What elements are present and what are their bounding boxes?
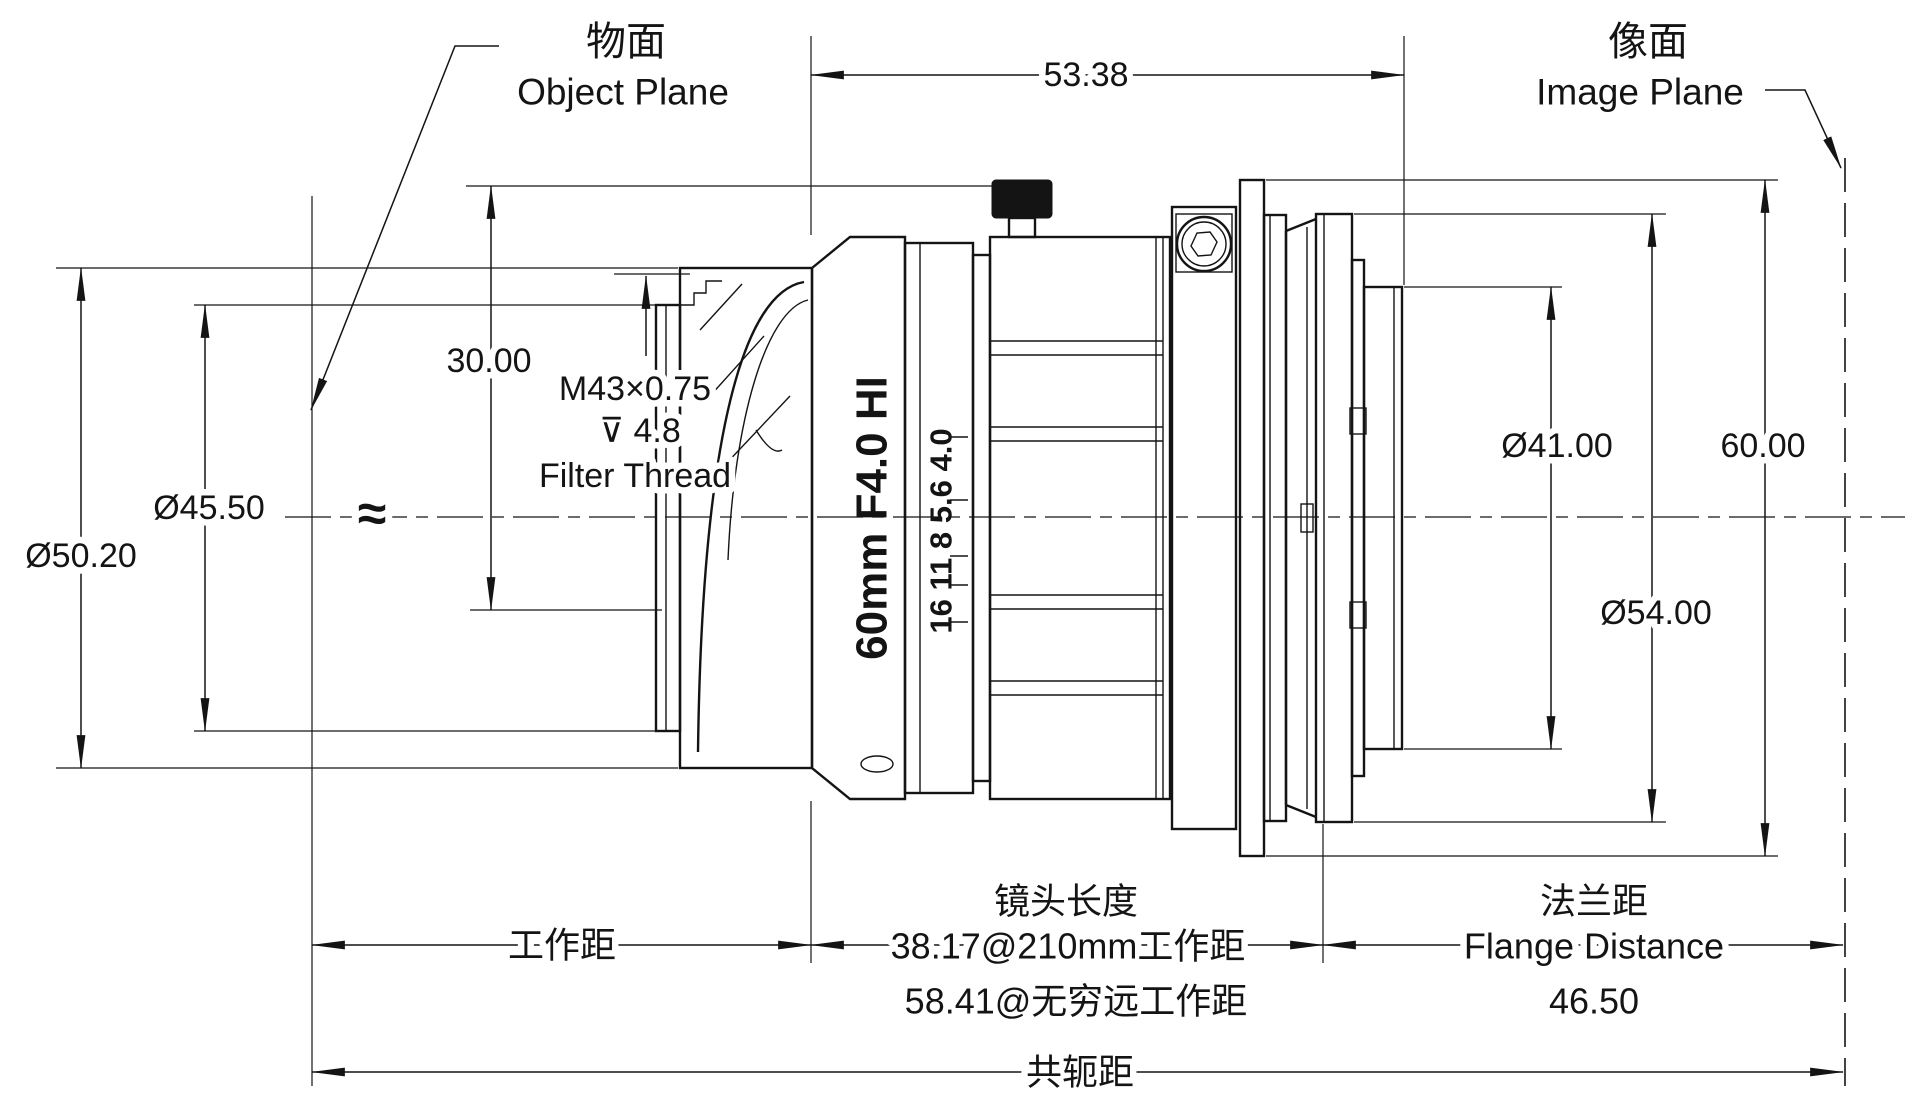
dimension-54-00: Ø54.00 xyxy=(1594,212,1718,824)
mount-collar xyxy=(1170,205,1238,831)
aperture-ring: 16 11 8 5.6 4.0 xyxy=(903,241,975,795)
lens-length-title: 镜头长度 xyxy=(994,881,1138,922)
dim-filter-height: 30.00 xyxy=(446,342,531,380)
focus-ring xyxy=(988,235,1172,801)
dimension-53-38: 53.38 xyxy=(809,50,1406,101)
filter-thread-note: M43×0.75 ⊽ 4.8 Filter Thread xyxy=(532,274,738,502)
extension-lines xyxy=(56,36,1778,963)
working-distance-label: 工作距 xyxy=(508,925,616,966)
dimension-lens-length: 镜头长度 38.17@210mm工作距 58.41@无穷远工作距 xyxy=(809,874,1325,1028)
object-plane-zh: 物面 xyxy=(586,20,666,64)
conjugate-distance-label: 共轭距 xyxy=(1026,1052,1134,1093)
front-element-curve xyxy=(696,280,805,753)
dimension-flange-distance: 法兰距 Flange Distance 46.50 xyxy=(1321,874,1845,1028)
step-ring xyxy=(971,253,992,783)
image-plane-zh: 像面 xyxy=(1608,20,1688,64)
break-symbol: ≈ xyxy=(358,485,387,543)
rear-mount xyxy=(1262,212,1404,824)
rear-barrel-41 xyxy=(1362,285,1404,751)
dimension-60-00: 60.00 xyxy=(1714,178,1812,858)
label-ring: 60mm F4.0 HI xyxy=(810,235,907,801)
front-cell xyxy=(678,266,814,770)
dimension-41-00: Ø41.00 xyxy=(1495,285,1619,751)
image-plane-callout: 像面 Image Plane xyxy=(1536,20,1842,170)
lens-length-infinity: 58.41@无穷远工作距 xyxy=(905,981,1248,1022)
object-plane-callout: 物面 Object Plane xyxy=(310,20,729,412)
set-screw-hole xyxy=(860,755,894,773)
dim-flange-od: 60.00 xyxy=(1720,427,1805,465)
dim-top-length: 53.38 xyxy=(1043,56,1128,94)
dimension-50-20: Ø50.20 xyxy=(19,266,143,770)
dimension-30-00: 30.00 xyxy=(440,184,538,612)
mount-flange-54 xyxy=(1314,212,1354,824)
flange-distance-en: Flange Distance xyxy=(1464,926,1724,967)
dimension-45-50: Ø45.50 xyxy=(147,303,271,733)
dim-mount-od: Ø54.00 xyxy=(1600,594,1712,632)
object-plane-en: Object Plane xyxy=(517,72,729,113)
flange-distance-title: 法兰距 xyxy=(1540,881,1648,922)
dimension-conjugate: 共轭距 xyxy=(310,1045,1845,1099)
flange-plate xyxy=(1238,178,1266,858)
dim-filter-od: Ø45.50 xyxy=(153,489,265,527)
lock-thumbscrew xyxy=(991,179,1053,239)
dim-front-od: Ø50.20 xyxy=(25,537,137,575)
hex-screw xyxy=(1175,215,1233,273)
aperture-scale-marking: 16 11 8 5.6 4.0 xyxy=(924,428,959,633)
thread-spec: M43×0.75 xyxy=(559,370,711,408)
dimension-working-distance: 工作距 xyxy=(310,918,813,972)
lens-model-marking: 60mm F4.0 HI xyxy=(848,376,897,660)
lens-length-near: 38.17@210mm工作距 xyxy=(891,926,1246,967)
lens-body: 60mm F4.0 HI 16 11 8 5.6 4.0 xyxy=(650,178,1404,858)
thread-label: Filter Thread xyxy=(539,457,731,495)
image-plane-en: Image Plane xyxy=(1536,72,1744,113)
dim-rear-od: Ø41.00 xyxy=(1501,427,1613,465)
aperture-ticks xyxy=(950,436,968,623)
flange-distance-value: 46.50 xyxy=(1549,981,1639,1022)
thread-depth: ⊽ 4.8 xyxy=(599,412,681,450)
